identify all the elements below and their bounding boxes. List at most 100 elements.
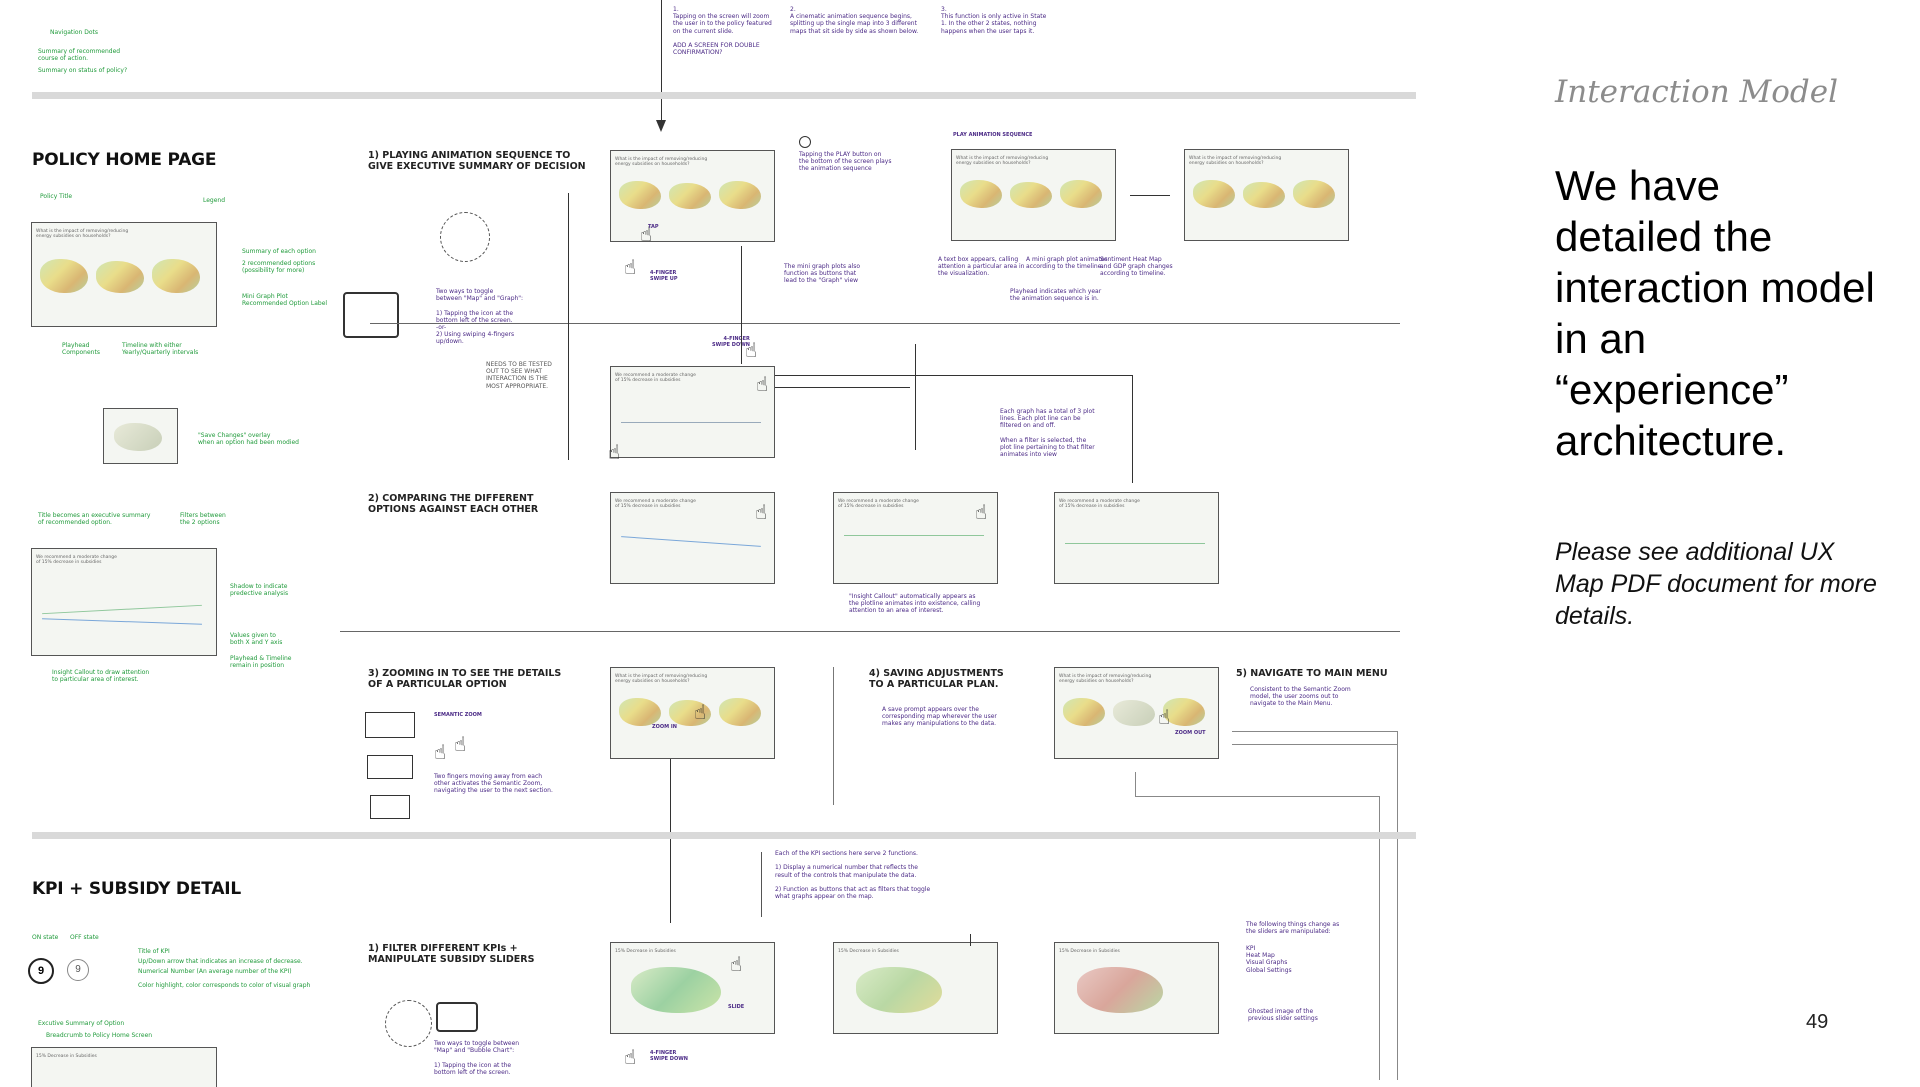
tap-gesture-icon: ☝: [608, 440, 621, 464]
thumb-question: What is the impact of removing/reducing …: [1059, 674, 1152, 684]
plot-line: [42, 604, 202, 615]
mini-graph-note: Mini Graph Plot Recommended Option Label: [242, 293, 328, 308]
plot-line: [42, 618, 202, 625]
summary-rec-note: Summary of recommended course of action.: [38, 48, 121, 63]
zoom-gesture-icon: ☝: [1158, 705, 1171, 729]
sketch-box: [370, 795, 410, 819]
plot-line: [1065, 543, 1205, 544]
flow-arrow: [1232, 731, 1397, 733]
mini-map: [114, 423, 162, 451]
save-changes-note: "Save Changes" overlay when an option ha…: [198, 432, 299, 447]
filters-note: Filters between the 2 options: [180, 512, 226, 527]
flow-arrow: [1379, 796, 1381, 1080]
zoom-circle-sketch: [385, 1000, 432, 1047]
flow-divider: [370, 323, 1400, 324]
title-exec-note: Title becomes an executive summary of re…: [38, 512, 151, 527]
mini-map: [719, 181, 761, 209]
mini-map: [719, 698, 761, 726]
mini-map: [669, 183, 711, 209]
summary-each-note: Summary of each option: [242, 248, 316, 255]
tap-gesture-icon: ☝: [730, 952, 743, 976]
kpi-list-note: KPI Heat Map Visual Graphs Global Settin…: [1246, 945, 1292, 974]
policy-graph-thumbnail: We recommend a moderate change of 15% de…: [31, 548, 217, 656]
compare-thumbnail-3: We recommend a moderate change of 15% de…: [1054, 492, 1219, 584]
compare-thumbnail-2[interactable]: We recommend a moderate change of 15% de…: [833, 492, 998, 584]
thumb-recommend: We recommend a moderate change of 15% de…: [36, 555, 117, 565]
top-note-3: 3. This function is only active in State…: [941, 6, 1047, 35]
kpi-map: [1077, 967, 1163, 1013]
slide-label: SLIDE: [728, 1004, 745, 1010]
title-kpi-note: Title of KPI: [138, 948, 170, 955]
thumb-question: What is the impact of removing/reducing …: [615, 157, 708, 167]
play-anim-label: PLAY ANIMATION SEQUENCE: [953, 132, 1033, 138]
kpi-map: [631, 967, 721, 1013]
step-5-heading: 5) NAVIGATE TO MAIN MENU: [1236, 668, 1388, 679]
policy-title-note: Policy Title: [40, 193, 73, 200]
section-divider-kpi: [32, 832, 1416, 839]
pinch-gesture-icon: ☝: [434, 740, 447, 764]
graph-thumbnail[interactable]: We recommend a moderate change of 15% de…: [610, 366, 775, 458]
zoom-in-label: ZOOM IN: [652, 724, 677, 730]
playhead-note: Playhead Components: [62, 342, 100, 357]
mini-map: [619, 181, 661, 209]
timeline-note: Timeline with either Yearly/Quarterly in…: [122, 342, 199, 357]
play-btn-note: Tapping the PLAY button on the bottom of…: [799, 151, 892, 173]
swipe-down-label: 4-FINGER SWIPE DOWN: [712, 336, 750, 348]
policy-home-thumbnail: What is the impact of removing/reducing …: [31, 222, 217, 327]
flow-arrow: [741, 246, 743, 364]
flow-arrow: [1135, 796, 1379, 798]
device-sketch: [436, 1002, 478, 1032]
mini-map: [1243, 182, 1285, 208]
summary-status-note: Summary on status of policy?: [38, 67, 128, 74]
two-fingers-note: Two fingers moving away from each other …: [434, 773, 553, 795]
zoom-gesture-icon: ☝: [694, 700, 707, 724]
thumb-recommend: We recommend a moderate change of 15% de…: [838, 499, 919, 509]
zoom-thumbnail[interactable]: What is the impact of removing/reducing …: [610, 667, 775, 759]
mini-map: [1193, 180, 1235, 208]
sentiment-note: Sentiment Heat Map and GDP graph changes…: [1100, 256, 1173, 278]
additional-doc-note: Please see additional UX Map PDF documen…: [1555, 538, 1877, 630]
each-graph-note: Each graph has a total of 3 plot lines. …: [1000, 408, 1095, 459]
kpi-on-badge[interactable]: 9: [28, 958, 54, 984]
thumb-recommend: We recommend a moderate change of 15% de…: [615, 499, 696, 509]
kpi-thumbnail-2[interactable]: 15% Decrease in Subsidies: [833, 942, 998, 1034]
compare-thumbnail-1[interactable]: We recommend a moderate change of 15% de…: [610, 492, 775, 584]
mini-map: [619, 698, 661, 726]
mini-map: [669, 700, 711, 726]
updown-note: Up/Down arrow that indicates an increase…: [138, 958, 303, 965]
kpi-thumbnail-1[interactable]: 15% Decrease in Subsidies: [610, 942, 775, 1034]
flow-arrow: [970, 934, 972, 946]
values-note: Values given to both X and Y axis: [230, 632, 283, 647]
thumb-question: What is the impact of removing/reducing …: [615, 674, 708, 684]
swipe-gesture-icon: ☝: [745, 338, 758, 362]
zoom-out-thumbnail[interactable]: What is the impact of removing/reducing …: [1054, 667, 1219, 759]
kpi-thumbnail-3: 15% Decrease in Subsidies: [1054, 942, 1219, 1034]
mini-map: [1113, 700, 1155, 726]
numerical-note: Numerical Number (An average number of t…: [138, 968, 292, 975]
zoom-out-label: ZOOM OUT: [1175, 730, 1206, 736]
arrow-head: [656, 120, 666, 132]
save-changes-thumbnail: [103, 408, 178, 464]
on-state-label: ON state: [32, 934, 59, 941]
kpi-off-badge[interactable]: 9: [67, 959, 89, 981]
right-panel: Interaction Model We have detailed the i…: [1555, 0, 1920, 1080]
consistent-note: Consistent to the Semantic Zoom model, t…: [1250, 686, 1351, 708]
anim-thumbnail-start[interactable]: What is the impact of removing/reducing …: [610, 150, 775, 242]
page-number: 49: [1806, 1011, 1829, 1033]
section-title-kpi: KPI + SUBSIDY DETAIL: [32, 879, 242, 899]
flow-arrow: [661, 0, 663, 125]
tested-note: NEEDS TO BE TESTED OUT TO SEE WHAT INTER…: [486, 361, 552, 390]
semantic-zoom-label: SEMANTIC ZOOM: [434, 712, 482, 718]
swipe-down2-label: 4-FINGER SWIPE DOWN: [650, 1050, 688, 1062]
nav-dots-note: Navigation Dots: [50, 29, 99, 36]
thumb-kpi: 15% Decrease in Subsidies: [1059, 949, 1120, 954]
shadow-note: Shadow to indicate predective analysis: [230, 583, 289, 598]
flow-arrow: [568, 193, 570, 460]
save-prompt-note: A save prompt appears over the correspon…: [882, 706, 997, 728]
kpi-detail-thumbnail: 15% Decrease in Subsidies: [31, 1047, 217, 1087]
flow-arrow: [1397, 731, 1399, 1080]
flow-divider: [833, 667, 835, 805]
mini-anim-note: A mini graph plot animates according to …: [1026, 256, 1108, 271]
plot-line: [844, 535, 984, 536]
flow-arrow: [761, 852, 763, 917]
